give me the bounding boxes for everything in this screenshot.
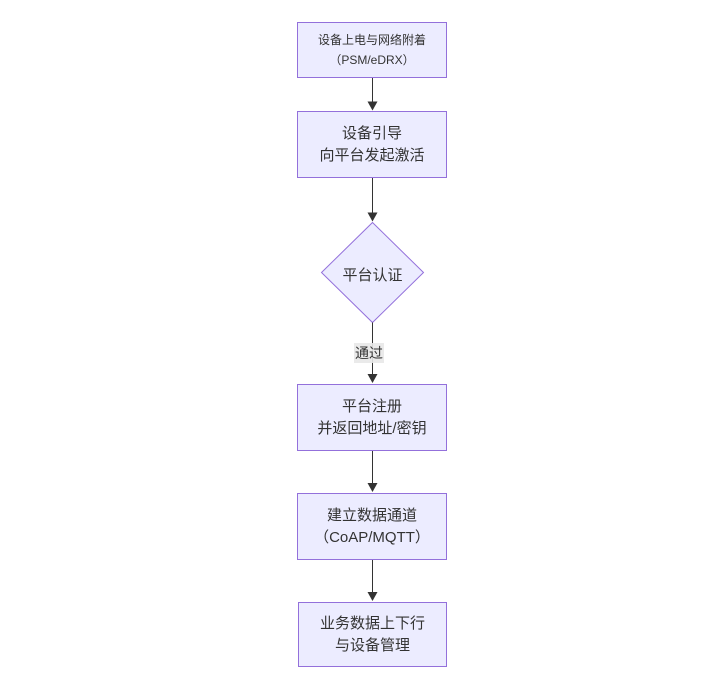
node-register: 平台注册 并返回地址/密钥 [297,384,447,451]
node-label-line: 平台注册 [341,397,402,415]
node-label-line: 并返回地址/密钥 [317,419,427,437]
arrow-channel-to-business [367,560,378,601]
arrow-register-to-channel [367,451,378,492]
arrow-bootstrap-to-auth [367,178,378,222]
edge-label-pass: 通过 [354,343,384,363]
node-label-line: （PSM/eDRX） [329,53,415,67]
node-label-line: （CoAP/MQTT） [314,528,430,546]
node-label-line: 业务数据上下行 [319,614,425,632]
node-business-data: 业务数据上下行 与设备管理 [298,602,447,667]
node-label-line: 设备引导 [341,124,402,142]
node-power-attach: 设备上电与网络附着 （PSM/eDRX） [297,22,447,78]
node-bootstrap: 设备引导 向平台发起激活 [297,111,447,178]
node-label-line: 建立数据通道 [326,506,417,524]
node-data-channel: 建立数据通道 （CoAP/MQTT） [297,493,447,560]
arrow-power-to-bootstrap [367,78,378,111]
decision-platform-auth-label: 平台认证 [342,267,403,284]
node-label-line: 向平台发起激活 [319,146,425,164]
node-label-line: 设备上电与网络附着 [317,33,426,47]
node-label-line: 与设备管理 [334,636,410,654]
